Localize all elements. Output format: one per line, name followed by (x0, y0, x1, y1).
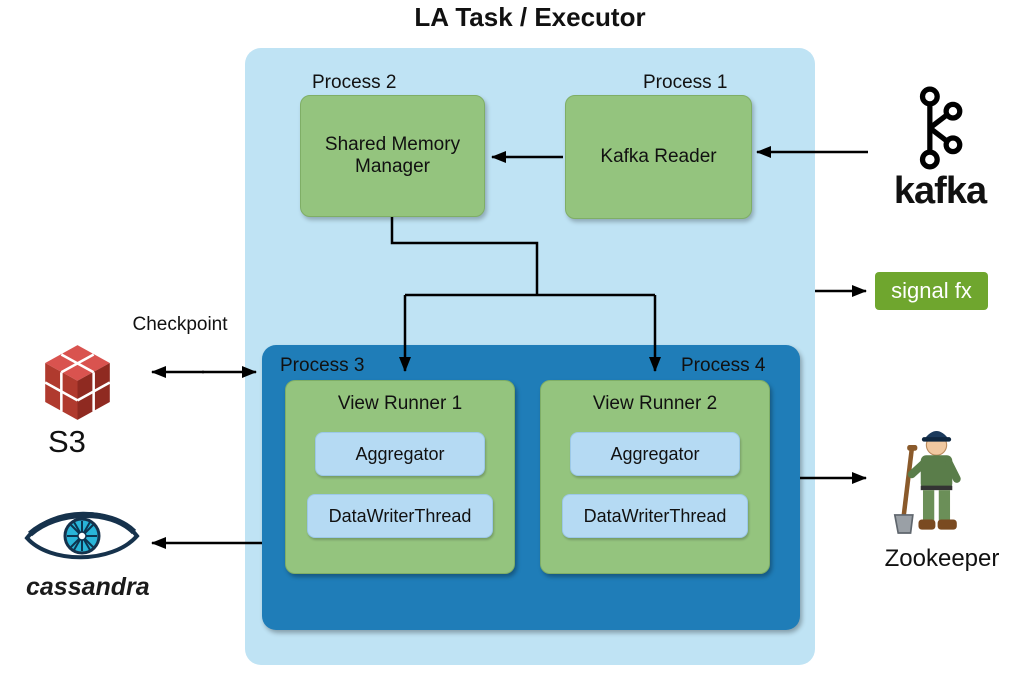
checkpoint-label: Checkpoint (132, 314, 228, 335)
shared-memory-manager-label: Shared Memory Manager (324, 134, 461, 177)
cassandra-label: cassandra (26, 573, 150, 601)
process-4-label: Process 4 (681, 355, 766, 376)
cassandra-eye-icon (24, 511, 140, 560)
process-2-label: Process 2 (312, 72, 397, 93)
view-runner-2-box: View Runner 2 (540, 380, 770, 574)
s3-label: S3 (48, 424, 86, 459)
aggregator-2-box: Aggregator (570, 432, 740, 476)
view-runner-1-title: View Runner 1 (337, 393, 463, 414)
datawriterthread-1-box: DataWriterThread (307, 494, 493, 538)
aggregator-2-label: Aggregator (610, 443, 700, 464)
diagram-title: LA Task / Executor (414, 2, 646, 32)
aggregator-1-box: Aggregator (315, 432, 485, 476)
shared-memory-manager-box: Shared Memory Manager (300, 95, 485, 217)
kafka-reader-box: Kafka Reader (565, 95, 752, 219)
datawriterthread-2-label: DataWriterThread (583, 505, 727, 526)
signalfx-label: signal fx (891, 278, 972, 303)
zookeeper-figure-icon (893, 430, 961, 534)
view-runner-1-box: View Runner 1 (285, 380, 515, 574)
s3-cube-icon (44, 345, 111, 420)
datawriterthread-2-box: DataWriterThread (562, 494, 748, 538)
kafka-wordmark: kafka (893, 170, 987, 212)
zookeeper-label: Zookeeper (884, 545, 1000, 572)
signalfx-badge: signal fx (875, 272, 988, 310)
kafka-reader-label: Kafka Reader (600, 146, 717, 167)
view-runner-2-title: View Runner 2 (592, 393, 718, 414)
process-3-label: Process 3 (280, 355, 365, 376)
kafka-logo-icon (919, 86, 963, 170)
datawriterthread-1-label: DataWriterThread (328, 505, 472, 526)
aggregator-1-label: Aggregator (355, 443, 445, 464)
process-1-label: Process 1 (643, 72, 728, 93)
